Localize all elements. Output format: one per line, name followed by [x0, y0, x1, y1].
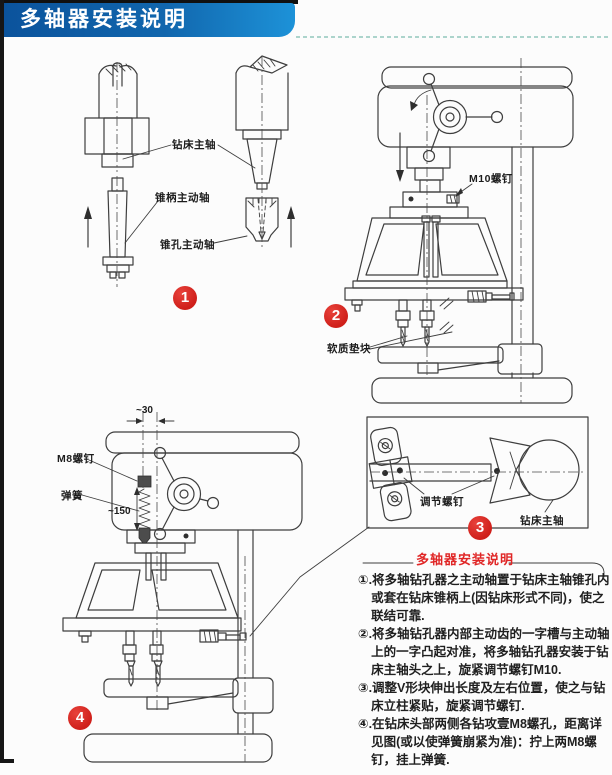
- left-border: [0, 0, 4, 760]
- label-m10-screw: M10螺钉: [469, 173, 513, 185]
- rotate-arrow-icon: [410, 101, 418, 111]
- instruction-item-2: ②.将多轴钻孔器内部主动齿的一字槽与主动轴上的一字凸起对准，将多轴钻孔器安装于钻…: [358, 627, 610, 677]
- installation-instructions: ①.将多轴钻孔器之主动轴置于钻床主轴锥孔内或套在钻床锥柄上(因钻床形式不同)，使…: [358, 571, 610, 769]
- figure2-drawing: [344, 58, 574, 404]
- instruction-item-4: ④.在钻床头部两侧各钻攻壹M8螺孔，距离详见图(或以使弹簧崩紧为准)：拧上两M8…: [358, 717, 602, 767]
- figure4-number-badge: 4: [68, 706, 92, 730]
- m8-screw-bottom: [138, 527, 151, 544]
- bottom-border-nub: [0, 759, 14, 763]
- down-arrow-icon: [396, 132, 404, 182]
- label-drill-spindle-fig1: 钻床主轴: [172, 139, 216, 151]
- m8-screw-top: [137, 475, 152, 488]
- label-m8-screw: M8螺钉: [57, 453, 95, 465]
- top-border: [0, 0, 298, 4]
- dimension-30: ~30: [136, 405, 153, 416]
- figure3-drawing: [249, 416, 589, 637]
- figure1-number-badge: 1: [173, 286, 197, 310]
- page-title-banner: 多轴器安装说明: [4, 3, 295, 37]
- instruction-item-3: ③.调整V形块伸出长度及左右位置，使之与钻床立柱紧贴，旋紧调节螺钉.: [358, 681, 606, 713]
- label-drill-spindle-fig3: 钻床主轴: [520, 515, 564, 527]
- figure3-number-badge: 3: [468, 516, 492, 540]
- dimension-150: ~150: [108, 506, 131, 517]
- label-taper-bore-shaft: 锥孔主动轴: [160, 239, 215, 251]
- page-title: 多轴器安装说明: [20, 8, 188, 31]
- up-arrow-icon: [84, 206, 295, 248]
- instructions-title: 多轴器安装说明: [416, 552, 515, 567]
- figure1-drawing: [84, 55, 295, 287]
- label-taper-shank-shaft: 锥柄主动轴: [155, 192, 210, 204]
- figure4-drawing: [62, 412, 303, 763]
- label-spring: 弹簧: [61, 490, 83, 502]
- label-soft-pad: 软质垫块: [327, 343, 371, 355]
- instruction-item-1: ①.将多轴钻孔器之主动轴置于钻床主轴锥孔内或套在钻床锥柄上(因钻床形式不同)，使…: [358, 573, 610, 623]
- instructions-header-rule: [362, 562, 605, 578]
- label-adjusting-screw: 调节螺钉: [420, 496, 464, 508]
- figure3-callout-line: [249, 526, 370, 637]
- figure2-number-badge: 2: [324, 304, 348, 328]
